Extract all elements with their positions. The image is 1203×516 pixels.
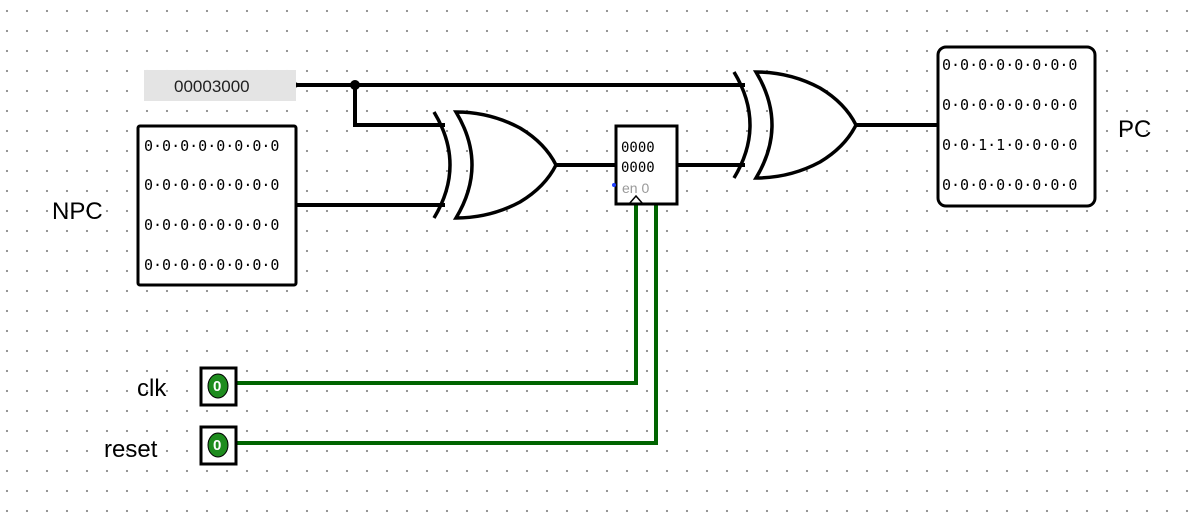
xor-gate-2[interactable]	[732, 70, 858, 180]
npc-display	[136, 124, 298, 287]
clk-label: clk	[137, 375, 167, 402]
active-wires	[236, 201, 658, 445]
xor-gate-1[interactable]	[432, 110, 558, 220]
pc-display	[936, 45, 1097, 208]
wire-clk-to-register	[236, 201, 638, 385]
npc-row-3: 0·0·0·0·0·0·0·0	[144, 216, 279, 234]
reset-input-pin[interactable]: 0	[199, 425, 238, 466]
register[interactable]: 0000 0000 en 0	[612, 124, 679, 206]
pc-row-2: 0·0·0·0·0·0·0·0	[942, 96, 1077, 114]
wire-constant-to-xor1	[353, 85, 445, 127]
pc-block[interactable]: 0·0·0·0·0·0·0·0 0·0·0·0·0·0·0·0 0·0·1·1·…	[936, 45, 1097, 208]
register-box	[614, 124, 679, 206]
constant-block[interactable]: 00003000	[144, 70, 296, 101]
wire-junction	[350, 80, 360, 90]
npc-row-2: 0·0·0·0·0·0·0·0	[144, 176, 279, 194]
register-clock-triangle	[628, 194, 644, 205]
reset-value: 0	[213, 437, 221, 454]
register-clock-pin	[612, 183, 616, 187]
npc-row-1: 0·0·0·0·0·0·0·0	[144, 137, 279, 155]
register-line-1: 0000	[621, 140, 655, 156]
reset-label: reset	[104, 436, 158, 463]
register-enable-label: en 0	[622, 180, 649, 196]
constant-background	[144, 70, 296, 101]
pc-row-1: 0·0·0·0·0·0·0·0	[942, 56, 1077, 74]
clk-value: 0	[213, 378, 221, 395]
npc-block[interactable]: 0·0·0·0·0·0·0·0 0·0·0·0·0·0·0·0 0·0·0·0·…	[136, 124, 298, 287]
pc-row-3: 0·0·1·1·0·0·0·0	[942, 136, 1077, 154]
wire-reset-to-register	[236, 201, 658, 445]
npc-row-4: 0·0·0·0·0·0·0·0	[144, 256, 279, 274]
clk-input-pin[interactable]: 0	[199, 366, 238, 407]
register-line-2: 0000	[621, 160, 655, 176]
pc-label: PC	[1118, 116, 1151, 143]
npc-label: NPC	[52, 198, 103, 225]
wires	[293, 80, 938, 207]
constant-value: 00003000	[174, 77, 250, 96]
pc-row-4: 0·0·0·0·0·0·0·0	[942, 176, 1077, 194]
